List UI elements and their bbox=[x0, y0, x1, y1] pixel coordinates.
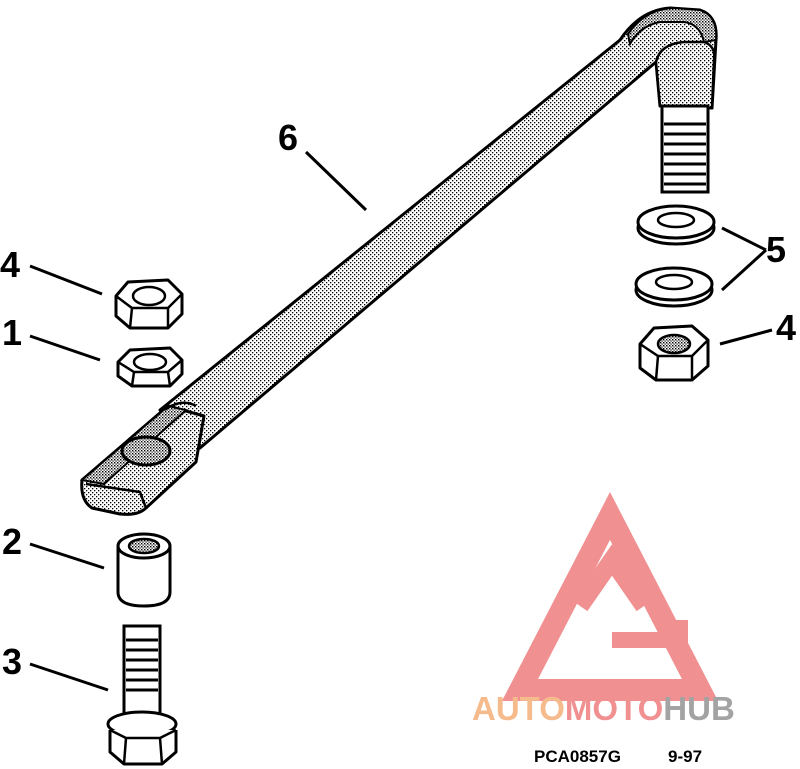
spacer-bushing bbox=[116, 532, 172, 608]
nut-left-thin bbox=[116, 346, 184, 388]
washer-lower bbox=[634, 266, 714, 308]
hex-bolt bbox=[106, 624, 178, 766]
lock-nut-left bbox=[114, 278, 184, 330]
watermark-auto: AUTO bbox=[472, 690, 565, 727]
watermark-moto: MOTO bbox=[565, 690, 663, 727]
watermark-hub: HUB bbox=[663, 690, 735, 727]
callout-5: 5 bbox=[766, 229, 786, 270]
svg-text:AUTOMOTOHUB: AUTOMOTOHUB bbox=[472, 690, 735, 727]
callout-4-left: 4 bbox=[0, 244, 20, 285]
washer-upper bbox=[636, 204, 716, 246]
figure-id: PCA0857G bbox=[534, 747, 621, 766]
figure-date: 9-97 bbox=[668, 747, 702, 766]
callout-4-right: 4 bbox=[776, 307, 796, 348]
callout-1: 1 bbox=[2, 312, 22, 353]
tie-bar bbox=[79, 6, 718, 516]
callout-3: 3 bbox=[2, 641, 22, 682]
callout-2: 2 bbox=[2, 521, 22, 562]
watermark-logo: AUTOMOTOHUB bbox=[472, 492, 735, 727]
callout-6: 6 bbox=[278, 117, 298, 158]
lock-nut-right bbox=[638, 324, 710, 382]
leader-lines bbox=[29, 150, 773, 692]
